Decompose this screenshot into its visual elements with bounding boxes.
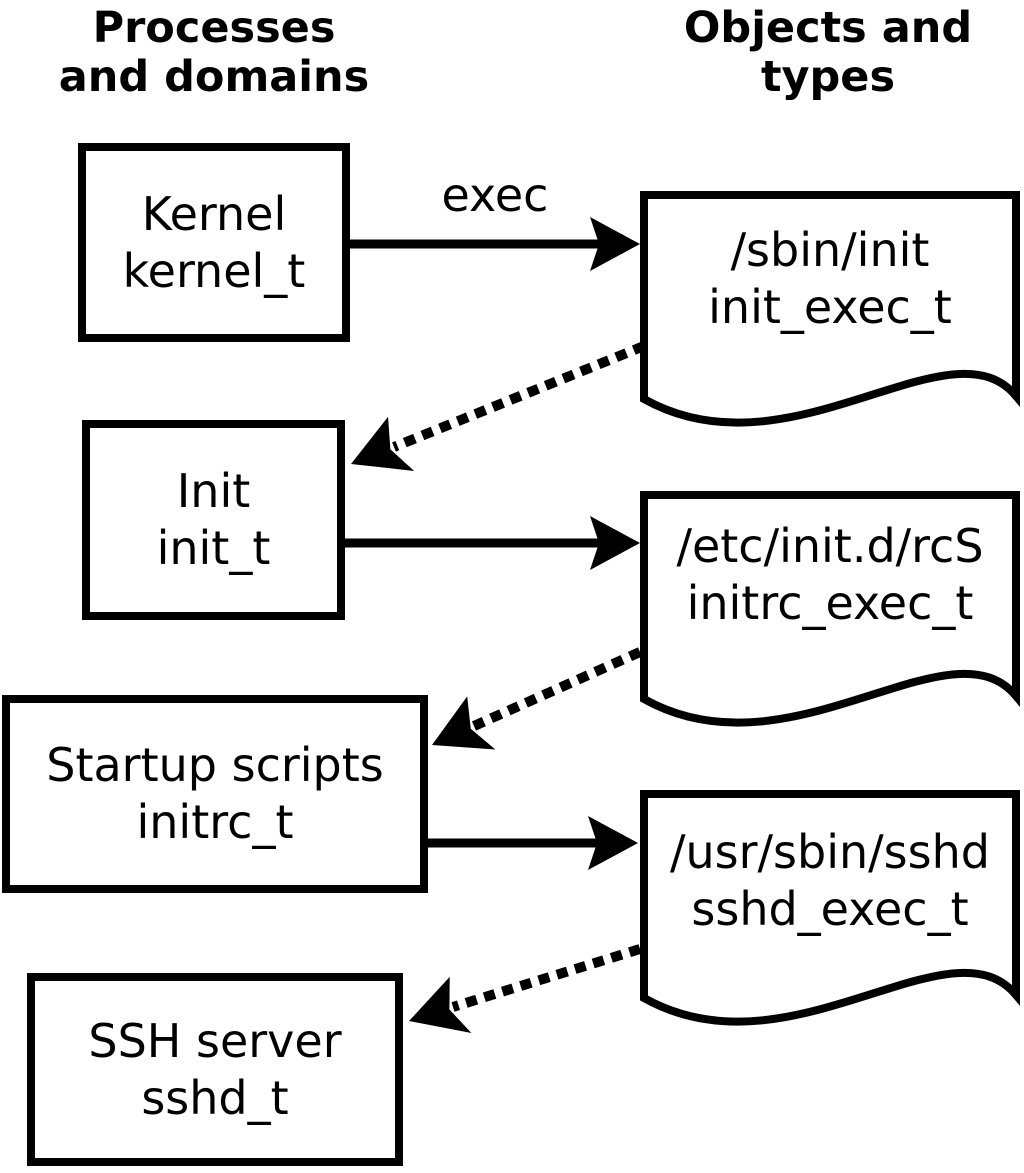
object-label-sbin-init: /sbin/init init_exec_t	[648, 222, 1012, 336]
process-domain-type: initrc_t	[136, 795, 294, 849]
object-path: /usr/sbin/sshd	[670, 825, 990, 879]
object-label-etc-initd-rcs: /etc/init.d/rcS initrc_exec_t	[648, 518, 1012, 632]
object-label-usr-sbin-sshd: /usr/sbin/sshd sshd_exec_t	[648, 824, 1012, 938]
transition-arrowhead-sshd	[409, 976, 472, 1033]
process-name: SSH server	[88, 1013, 342, 1068]
process-box-kernel: Kernel kernel_t	[78, 143, 350, 342]
process-domain-type: sshd_t	[141, 1070, 289, 1125]
process-name: Startup scripts	[46, 738, 384, 792]
object-type: sshd_exec_t	[691, 882, 969, 936]
document-shape-sbin-init	[640, 191, 1020, 427]
transition-arrow-line-init	[392, 341, 646, 452]
process-name: Init	[176, 464, 251, 518]
column-header-processes: Processes and domains	[58, 3, 370, 102]
exec-arrowhead-init	[590, 516, 640, 570]
process-domain-type: kernel_t	[122, 243, 306, 298]
document-shape-etc-initd-rcs	[640, 491, 1020, 727]
transition-arrowhead-initrc	[432, 696, 496, 750]
process-domain-type: init_t	[156, 521, 271, 575]
process-box-ssh-server: SSH server sshd_t	[27, 973, 403, 1166]
exec-arrowhead-kernel	[590, 217, 640, 271]
exec-arrowhead-initrc	[588, 816, 638, 870]
document-shape-usr-sbin-sshd	[640, 790, 1020, 1026]
object-type: initrc_exec_t	[686, 576, 974, 630]
column-header-objects: Objects and types	[683, 3, 973, 102]
exec-arrow-label: exec	[441, 168, 549, 222]
process-box-startup-scripts: Startup scripts initrc_t	[2, 695, 428, 893]
transition-arrow-line-initrc	[471, 647, 643, 731]
object-type: init_exec_t	[708, 280, 952, 334]
transition-arrowhead-init	[351, 416, 415, 471]
process-box-init: Init init_t	[82, 420, 345, 620]
process-name: Kernel	[141, 186, 287, 241]
object-path: /etc/init.d/rcS	[676, 519, 984, 573]
object-path: /sbin/init	[730, 223, 930, 277]
transition-arrow-line-sshd	[451, 944, 642, 1012]
